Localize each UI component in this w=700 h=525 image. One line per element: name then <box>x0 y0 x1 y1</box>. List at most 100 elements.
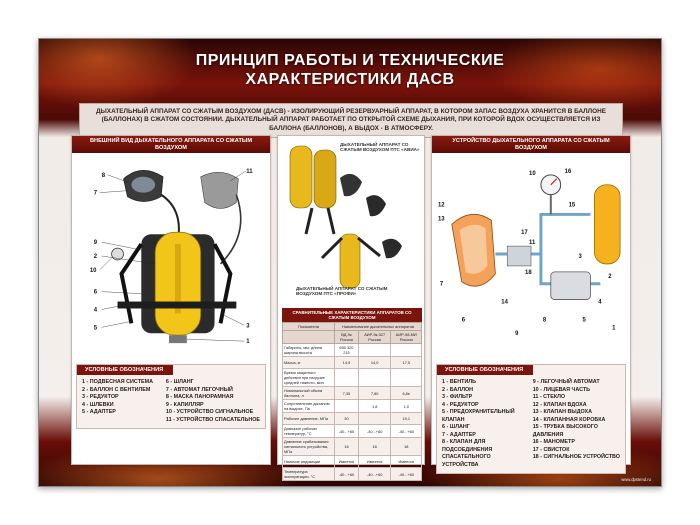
legend-item: 8 - КЛАПАН ДЛЯ ПОДСОЕДИНЕНИЯ СПАСАТЕЛЬНО… <box>442 439 493 468</box>
table-cell: Наличие индикации <box>282 455 335 468</box>
legend-item: 2 - БАЛЛОН С ВЕНТИЛЕМ <box>82 386 151 393</box>
appearance-heading: ВНЕШНИЙ ВИД ДЫХАТЕЛЬНОГО АППАРАТА СО СЖА… <box>72 136 270 154</box>
appearance-legend: УСЛОВНЫЕ ОБОЗНАЧЕНИЯ 1 - ПОДВЕСНАЯ СИСТЕ… <box>76 364 266 429</box>
legend-item: 7 - АВТОМАТ ЛЕГОЧНЫЙ <box>165 386 233 393</box>
legend-item: 10 - УСТРОЙСТВО СИГНАЛЬНОЕ <box>165 409 254 415</box>
table-cell: -40...+60 <box>390 424 422 438</box>
table-cell <box>357 368 392 387</box>
table-cell <box>390 343 422 357</box>
table-row: Температура эксплуатации, °С-40...+60-40… <box>282 467 422 481</box>
table-cell: 16 <box>334 437 359 456</box>
callout-10: 10 <box>90 268 97 274</box>
callout-6: 6 <box>94 290 98 296</box>
table-cell: 18 <box>357 437 392 456</box>
device-legend-col-2: 9 - ЛЕГОЧНЫЙ АВТОМАТ 10 - ЛИЦЕВАЯ ЧАСТЬ … <box>533 379 620 469</box>
table-cell: 6,8е <box>390 386 422 400</box>
table-cell: 650 320 215 <box>334 343 359 357</box>
legend-item: 10 - ЛИЦЕВАЯ ЧАСТЬ <box>532 386 591 393</box>
legend-item: 9 - ЛЕГОЧНЫЙ АВТОМАТ <box>532 379 600 385</box>
legend-item: 12 - КЛАПАН ВДОХА <box>532 401 587 408</box>
table-cell: 17,5 <box>390 356 422 369</box>
device-panel: УСТРОЙСТВО ДЫХАТЕЛЬНОГО АППАРАТА СО СЖАТ… <box>431 135 631 474</box>
legend-item: 15 - ТРУБКА ВЫСОКОГО ДАВЛЕНИЯ <box>532 424 598 438</box>
table-cell: 30 <box>334 412 359 425</box>
callout-6: 6 <box>462 317 466 323</box>
legend-item: 6 - ШЛАНГ <box>442 424 470 430</box>
table-cell: -40...+60 <box>357 467 392 481</box>
table-cell: Диапазон рабочих температур, °С <box>282 424 335 438</box>
callout-4: 4 <box>94 307 98 313</box>
table-subheader: ВД-9к Россия <box>334 330 359 344</box>
callout-8: 8 <box>543 317 547 323</box>
footer-site: www.dpstend.ru <box>621 477 651 482</box>
legend-item: 7 - АДАПТЕР <box>442 431 476 438</box>
callout-7: 7 <box>94 191 98 197</box>
legend-item: 9 - КАПИЛЛЯР <box>165 401 204 408</box>
callout-18: 18 <box>525 270 532 276</box>
table-cell <box>357 343 392 357</box>
callout-17: 17 <box>521 230 528 236</box>
callout-3: 3 <box>579 254 583 260</box>
callout-7: 7 <box>440 282 444 288</box>
device-diagram: 10 16 12 13 15 17 11 2 7 18 3 14 4 6 8 5… <box>438 169 621 337</box>
callout-16: 16 <box>565 169 572 175</box>
caption-profi: ДЫХАТЕЛЬНЫЙ АППАРАТ СО СЖАТЫМ ВОЗДУХОМ П… <box>296 286 388 297</box>
legend-item: 11 - УСТРОЙСТВО СПАСАТЕЛЬНОЕ <box>165 416 260 423</box>
table-cell: -40...+60 <box>334 424 359 438</box>
appearance-legend-title: УСЛОВНЫЕ ОБОЗНАЧЕНИЯ <box>77 365 174 375</box>
table-cell: Давление срабатывания сигнального устрой… <box>282 437 335 456</box>
callout-1: 1 <box>246 339 250 345</box>
legend-item: 2 - БАЛЛОН <box>442 386 474 393</box>
table-cell <box>334 368 359 387</box>
table-cell: 7,35 <box>334 386 359 400</box>
callout-13: 13 <box>438 216 445 222</box>
table-cell: 14,0 <box>357 356 392 369</box>
table-subheader: АИР-9к-327 Россия <box>357 330 392 344</box>
table-cell: Рабочее давление, МПа <box>282 412 335 425</box>
apparatus-photos <box>289 145 402 289</box>
table-header: Наименование дыхательных аппаратов <box>334 322 422 331</box>
table-cell: 1,0 <box>390 399 422 413</box>
callout-4: 4 <box>598 300 602 306</box>
callout-10: 10 <box>529 171 536 177</box>
models-panel: ДЫХАТЕЛЬНЫЙ АППАРАТ СО СЖАТЫМ ВОЗДУХОМ П… <box>277 135 425 481</box>
legend-item: 3 - ФИЛЬТР <box>442 394 473 400</box>
table-cell: Номинальный объем баллона, л <box>282 386 335 400</box>
legend-item: 1 - ВЕНТИЛЬ <box>442 379 476 385</box>
table-cell: Имеется <box>390 455 422 468</box>
legend-item: 4 - РЕДУКТОР <box>442 401 479 408</box>
appearance-legend-col-2: 6 - ШЛАНГ 7 - АВТОМАТ ЛЕГОЧНЫЙ 8 - МАСКА… <box>166 379 260 424</box>
table-subheader: АИР-98-МИ Россия <box>390 330 422 344</box>
table-cell: Сопротивление дыханию на выдохе, Па <box>282 399 335 413</box>
caption-avia: ДЫХАТЕЛЬНЫЙ АППАРАТ СО СЖАТЫМ ВОЗДУХОМ П… <box>340 142 420 153</box>
comparison-table: СРАВНИТЕЛЬНЫЕ ХАРАКТЕРИСТИКИ АППАРАТОВ С… <box>282 308 422 481</box>
callout-12: 12 <box>438 203 445 209</box>
table-cell: 18 <box>390 437 422 456</box>
callout-3: 3 <box>246 323 250 329</box>
legend-item: 4 - ШЛЕВКИ <box>82 401 114 408</box>
table-cell: 1,8 <box>357 399 392 413</box>
table-cell: Время защитного действия при нагрузке ср… <box>282 368 335 387</box>
table-subheader <box>282 330 335 344</box>
title-line-2: ХАРАКТЕРИСТИКИ ДАСВ <box>245 71 455 88</box>
table-header: Показатели <box>282 322 335 331</box>
legend-item: 8 - МАСКА ПАНОРАМНАЯ <box>165 394 234 400</box>
legend-item: 18 - СИГНАЛЬНОЕ УСТРОЙСТВО <box>532 454 620 460</box>
device-legend: УСЛОВНЫЕ ОБОЗНАЧЕНИЯ 1 - ВЕНТИЛЬ 2 - БАЛ… <box>436 364 626 474</box>
apparatus-illustration: 8 7 11 9 2 10 6 4 5 3 1 <box>90 169 253 345</box>
legend-item: 11 - СТЕКЛО <box>532 394 566 400</box>
appearance-legend-col-1: 1 - ПОДВЕСНАЯ СИСТЕМА 2 - БАЛЛОН С ВЕНТИ… <box>82 379 160 424</box>
legend-item: 14 - КЛАПАННАЯ КОРОБКА <box>532 416 606 423</box>
table-cell: 14,9 <box>334 356 359 369</box>
table-cell: 19,1 <box>390 412 422 425</box>
table-title: СРАВНИТЕЛЬНЫЕ ХАРАКТЕРИСТИКИ АППАРАТОВ С… <box>282 308 422 322</box>
callout-15: 15 <box>569 203 576 209</box>
legend-item: 13 - КЛАПАН ВЫДОХА <box>532 409 593 415</box>
table-cell: Габариты, мм: длина ширина высота <box>282 343 335 357</box>
table-cell: Температура эксплуатации, °С <box>282 467 335 481</box>
appearance-panel: ВНЕШНИЙ ВИД ДЫХАТЕЛЬНОГО АППАРАТА СО СЖА… <box>71 135 271 465</box>
table-row: Диапазон рабочих температур, °С-40...+60… <box>282 424 422 438</box>
